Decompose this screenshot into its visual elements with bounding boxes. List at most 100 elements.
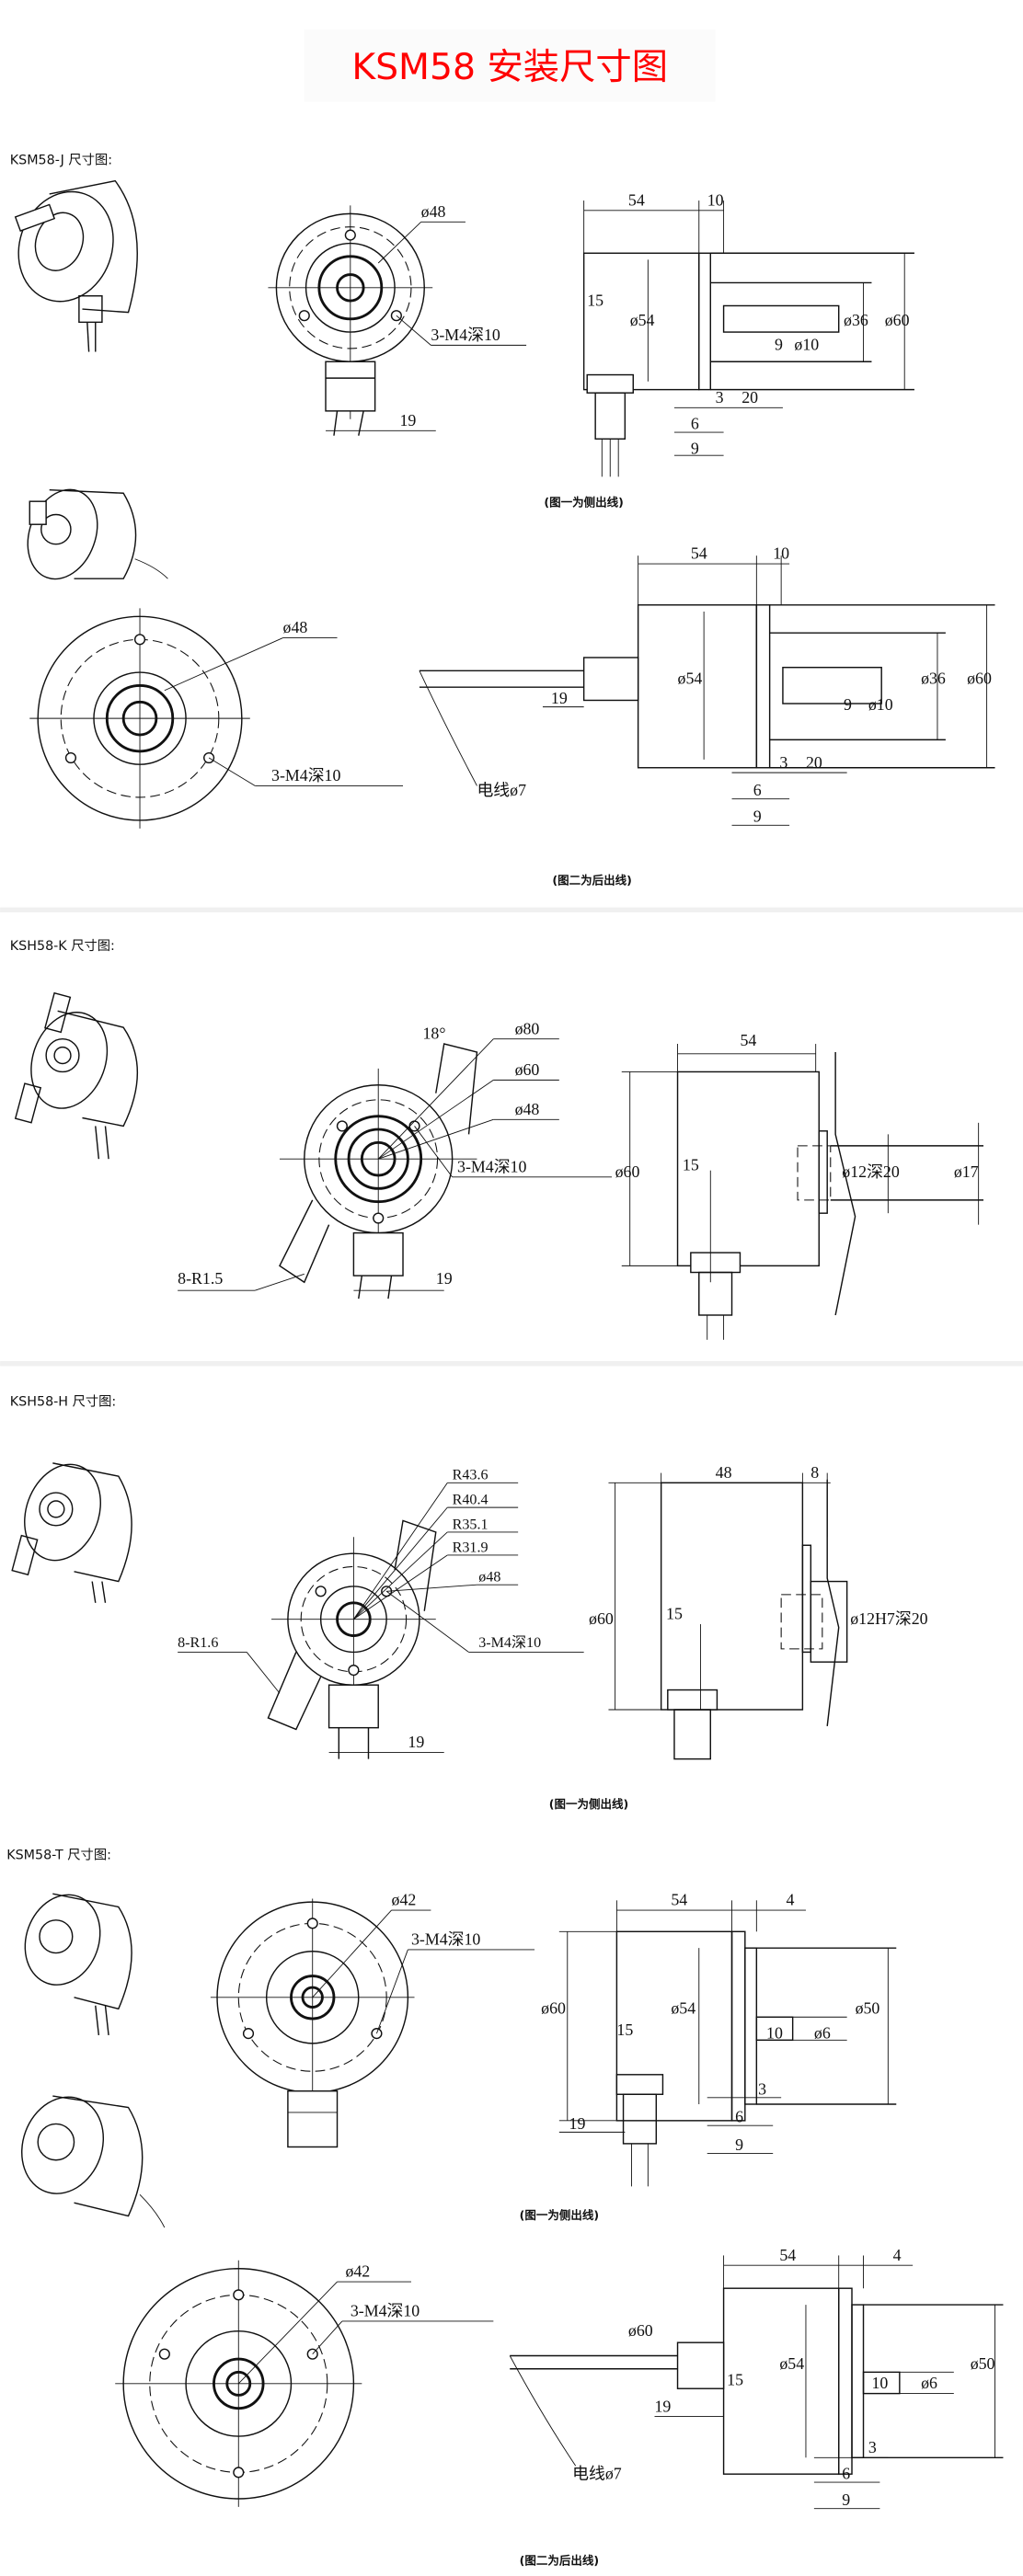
dim-body-dia: ø54 bbox=[671, 1999, 695, 2018]
dim-boss-dia: ø36 bbox=[844, 311, 868, 329]
dim-pcd: ø48 bbox=[421, 202, 446, 221]
dim-gland: 19 bbox=[569, 2114, 586, 2133]
dim-gap: 3 bbox=[868, 2438, 877, 2456]
caption-t-side-outlet: (图一为侧出线) bbox=[520, 2208, 599, 2222]
dim-9: 9 bbox=[753, 807, 762, 826]
dim-mounting-holes: 3-M4深10 bbox=[478, 1634, 541, 1651]
dim-cable: 电线ø7 bbox=[477, 781, 526, 799]
dim-pcd: ø42 bbox=[345, 2262, 370, 2281]
dim-d80: ø80 bbox=[515, 1019, 540, 1037]
dim-9: 9 bbox=[842, 2490, 850, 2509]
section-label-k: KSH58-K 尺寸图: bbox=[10, 938, 115, 954]
section-label-j: KSM58-J 尺寸图: bbox=[10, 153, 112, 168]
dim-shaft-dia: ø6 bbox=[921, 2374, 937, 2392]
dim-flange: 4 bbox=[787, 1891, 795, 1909]
dim-mounting-holes: 3-M4深10 bbox=[411, 1930, 480, 1949]
dim-6: 6 bbox=[735, 2108, 743, 2126]
side-view-j-rear: 54 10 ø54 ø36 ø60 9 ø10 19 3 20 6 9 电线ø7 bbox=[419, 544, 995, 826]
dim-r35-1: R35.1 bbox=[453, 1517, 489, 1532]
dim-pcd: ø48 bbox=[283, 618, 308, 636]
dim-outer-dia: ø60 bbox=[967, 670, 992, 688]
dim-length: 54 bbox=[628, 190, 645, 209]
encoder-isometric-h bbox=[11, 1462, 132, 1603]
dim-body-dia: ø54 bbox=[630, 311, 655, 329]
dim-spigot-dia: ø50 bbox=[856, 1999, 880, 2018]
caption-j-rear-outlet: (图二为后出线) bbox=[552, 874, 631, 887]
dim-length: 54 bbox=[671, 1891, 687, 1909]
caption-t-rear-outlet: (图二为后出线) bbox=[520, 2553, 599, 2567]
dim-hub-dia: ø17 bbox=[954, 1162, 979, 1181]
front-view-h: R43.6 R40.4 R35.1 R31.9 ø48 3-M4深10 8-R1… bbox=[178, 1468, 584, 1759]
side-view-t-side: 54 4 ø60 ø54 ø50 ø6 10 15 19 3 6 9 bbox=[541, 1891, 897, 2187]
dim-6: 6 bbox=[691, 415, 699, 433]
encoder-isometric-k bbox=[14, 991, 138, 1160]
dim-mounting-holes: 3-M4深10 bbox=[457, 1157, 526, 1175]
dim-mounting-holes: 3-M4深10 bbox=[431, 326, 500, 344]
dim-flange: 8 bbox=[810, 1463, 819, 1482]
dim-gland: 19 bbox=[399, 411, 416, 429]
dim-key: 9 bbox=[775, 336, 783, 354]
dim-gland: 19 bbox=[655, 2397, 672, 2415]
dim-connector: 15 bbox=[616, 2021, 633, 2039]
dim-length: 48 bbox=[716, 1463, 732, 1482]
side-view-j-side: 54 10 15 ø54 ø36 ø60 9 ø10 3 20 6 9 bbox=[582, 190, 914, 477]
dim-length: 54 bbox=[691, 544, 707, 563]
side-view-k: 54 ø60 15 ø12深20 ø17 bbox=[615, 1031, 984, 1340]
front-view-j-rear: ø48 3-M4深10 bbox=[29, 608, 404, 829]
encoder-isometric-t-rear bbox=[21, 2095, 166, 2228]
dim-shaft-length: 20 bbox=[806, 753, 822, 772]
section-label-h: KSH58-H 尺寸图: bbox=[10, 1393, 116, 1409]
section-divider bbox=[0, 1361, 1023, 1367]
dim-outer-dia: ø60 bbox=[541, 1999, 566, 2018]
dim-mounting-holes: 3-M4深10 bbox=[271, 766, 340, 784]
dim-body-dia: ø54 bbox=[779, 2354, 804, 2373]
encoder-isometric-j-rear bbox=[27, 488, 168, 580]
dim-shaft-dia: ø10 bbox=[794, 336, 819, 354]
dim-outer-dia: ø60 bbox=[615, 1162, 640, 1181]
front-view-k: 18° ø80 ø60 ø48 3-M4深10 8-R1.5 19 bbox=[178, 1019, 613, 1299]
dim-shaft-length: 10 bbox=[871, 2374, 888, 2392]
dim-shaft-dia: ø10 bbox=[868, 695, 893, 714]
caption-h-side-outlet: (图一为侧出线) bbox=[549, 1797, 628, 1811]
dim-gland: 19 bbox=[408, 1733, 424, 1751]
dim-gap: 3 bbox=[716, 388, 724, 406]
dim-flange: 10 bbox=[707, 190, 724, 209]
dim-slots: 8-R1.6 bbox=[178, 1635, 218, 1651]
dim-gap: 3 bbox=[758, 2079, 766, 2098]
front-view-t-rear: ø42 3-M4深10 bbox=[115, 2260, 494, 2507]
dim-connector: 15 bbox=[666, 1605, 683, 1623]
dim-d48: ø48 bbox=[478, 1570, 500, 1586]
section-label-t: KSM58-T 尺寸图: bbox=[6, 1848, 111, 1863]
dim-flange: 10 bbox=[773, 544, 789, 563]
dim-r40-4: R40.4 bbox=[453, 1493, 489, 1508]
dim-gland: 19 bbox=[436, 1269, 453, 1288]
dim-outer-dia: ø60 bbox=[589, 1609, 614, 1628]
dim-r43-6: R43.6 bbox=[453, 1468, 489, 1483]
dim-slots: 8-R1.5 bbox=[178, 1269, 223, 1288]
dim-angle: 18° bbox=[422, 1025, 445, 1043]
dim-shaft-length: 20 bbox=[741, 388, 758, 406]
dim-mounting-holes: 3-M4深10 bbox=[351, 2302, 420, 2320]
side-view-t-rear: 54 4 ø60 ø54 ø50 ø6 10 15 19 3 6 9 电线ø7 bbox=[509, 2246, 1004, 2510]
dim-6: 6 bbox=[842, 2465, 850, 2483]
dim-9: 9 bbox=[735, 2135, 743, 2154]
dim-key: 9 bbox=[844, 695, 852, 714]
dim-pcd: ø42 bbox=[392, 1891, 417, 1909]
encoder-isometric-j-side bbox=[14, 179, 138, 352]
side-view-h: 48 8 ø60 15 ø12H7深20 bbox=[589, 1463, 928, 1760]
dim-connector: 15 bbox=[683, 1156, 699, 1174]
dim-gland: 19 bbox=[551, 689, 568, 707]
encoder-isometric-t-side bbox=[24, 1893, 132, 2035]
dim-r31-9: R31.9 bbox=[453, 1540, 489, 1555]
dim-bore: ø12H7深20 bbox=[850, 1609, 927, 1628]
dim-d60: ø60 bbox=[515, 1060, 540, 1079]
dim-spigot-dia: ø50 bbox=[971, 2354, 995, 2373]
dim-outer-dia: ø60 bbox=[885, 311, 910, 329]
title-box bbox=[304, 29, 716, 102]
section-divider bbox=[0, 907, 1023, 913]
dim-connector: 15 bbox=[587, 291, 603, 309]
dim-body-dia: ø54 bbox=[678, 670, 703, 688]
dim-bore: ø12深20 bbox=[842, 1162, 900, 1181]
dim-length: 54 bbox=[779, 2246, 796, 2264]
